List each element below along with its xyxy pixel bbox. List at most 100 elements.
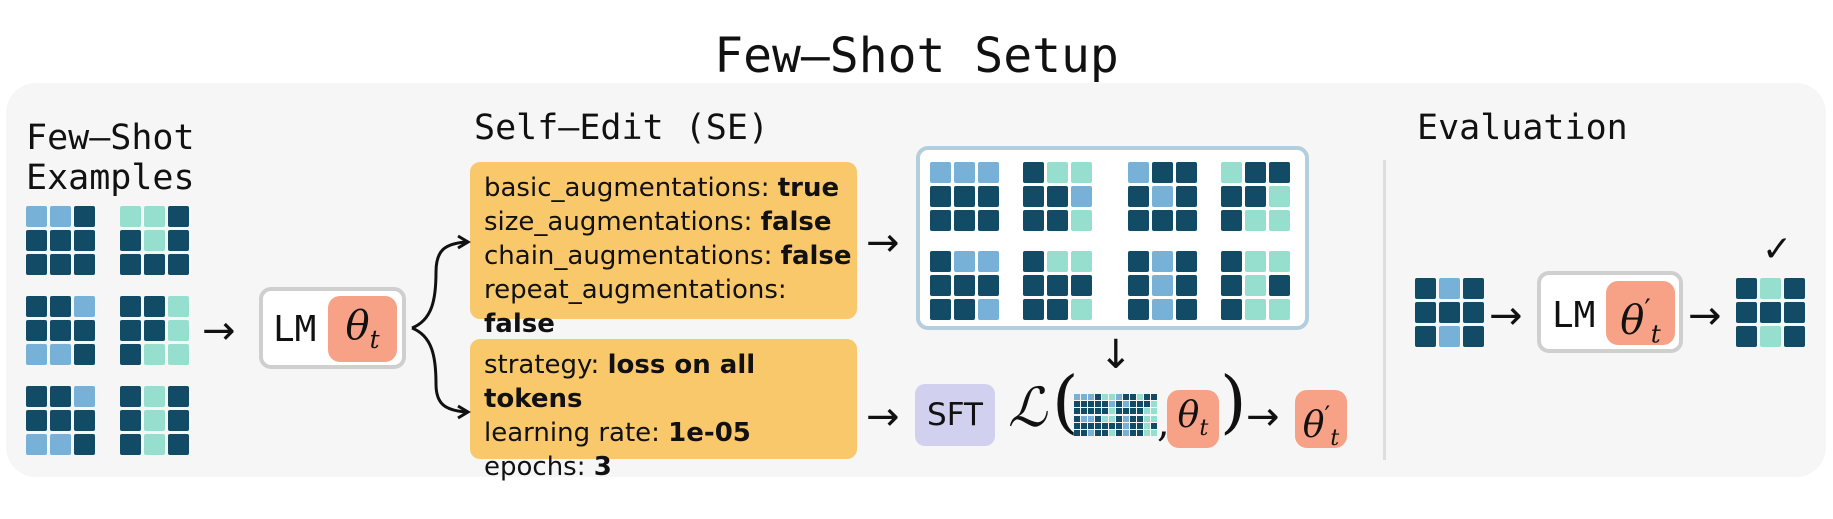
- packed-cell: [1095, 430, 1101, 436]
- packed-cell: [1116, 416, 1122, 422]
- grid-cell: [1152, 162, 1173, 183]
- grid-cell: [168, 344, 189, 365]
- augmented-grid: [1128, 251, 1197, 320]
- packed-cell: [1088, 408, 1094, 414]
- grid-cell: [26, 254, 47, 275]
- grid-cell: [50, 296, 71, 317]
- train-line-1: strategy: loss on all tokens: [484, 348, 857, 416]
- grid-cell: [120, 206, 141, 227]
- grid-cell: [74, 434, 95, 455]
- grid-cell: [74, 410, 95, 431]
- grid-cell: [1071, 210, 1092, 231]
- packed-cell: [1137, 394, 1143, 400]
- packed-cell: [1137, 416, 1143, 422]
- check-icon: ✓: [1762, 229, 1793, 270]
- grid-cell: [1439, 278, 1460, 299]
- grid-cell: [1439, 302, 1460, 323]
- packed-cell: [1144, 423, 1150, 429]
- grid-cell: [1071, 162, 1092, 183]
- theta-symbol: θ: [345, 303, 370, 349]
- arrow-lm-to-eval-output: →: [1688, 293, 1722, 339]
- training-config-box: strategy: loss on all tokens learning ra…: [470, 339, 857, 482]
- grid-cell: [50, 206, 71, 227]
- grid-cell: [1071, 186, 1092, 207]
- packed-cell: [1081, 408, 1087, 414]
- grid-cell: [26, 206, 47, 227]
- aug-line-4: repeat_augmentations: false: [484, 273, 857, 341]
- grid-cell: [1439, 326, 1460, 347]
- grid-cell: [1463, 302, 1484, 323]
- grid-cell: [1221, 299, 1242, 320]
- grid-cell: [144, 206, 165, 227]
- grid-cell: [168, 410, 189, 431]
- grid-cell: [1784, 278, 1805, 299]
- packed-cell: [1130, 401, 1136, 407]
- grid-cell: [1245, 299, 1266, 320]
- grid-cell: [978, 210, 999, 231]
- grid-cell: [1784, 302, 1805, 323]
- grid-cell: [26, 320, 47, 341]
- aug-key: size_augmentations:: [484, 207, 753, 237]
- grid-cell: [120, 410, 141, 431]
- grid-cell: [1245, 186, 1266, 207]
- grid-cell: [120, 254, 141, 275]
- grid-cell: [1221, 162, 1242, 183]
- theta-symbol: θ: [1177, 395, 1200, 436]
- grid-cell: [120, 296, 141, 317]
- grid-cell: [26, 230, 47, 251]
- brace-connector-lower: [411, 326, 466, 414]
- grid-cell: [120, 434, 141, 455]
- arrow-train-to-sft: →: [866, 394, 900, 440]
- train-line-2: learning rate: 1e-05: [484, 416, 857, 450]
- grid-cell: [74, 230, 95, 251]
- grid-cell: [1245, 275, 1266, 296]
- aug-value: false: [760, 207, 832, 237]
- grid-cell: [1023, 210, 1044, 231]
- arrow-examples-to-lm: →: [202, 308, 236, 354]
- grid-cell: [978, 251, 999, 272]
- packed-cell: [1144, 408, 1150, 414]
- packed-cell: [1088, 423, 1094, 429]
- grid-cell: [1176, 210, 1197, 231]
- grid-cell: [120, 230, 141, 251]
- packed-cell: [1102, 430, 1108, 436]
- packed-cell: [1074, 401, 1080, 407]
- packed-cell: [1088, 416, 1094, 422]
- packed-cell: [1109, 401, 1115, 407]
- packed-cell: [1137, 423, 1143, 429]
- loss-close-paren: ): [1220, 363, 1247, 442]
- grid-cell: [120, 344, 141, 365]
- grid-cell: [1023, 275, 1044, 296]
- grid-cell: [1047, 275, 1068, 296]
- eval-input-grid: [1415, 278, 1484, 347]
- grid-cell: [50, 320, 71, 341]
- grid-cell: [978, 275, 999, 296]
- packed-cell: [1074, 430, 1080, 436]
- grid-cell: [1071, 299, 1092, 320]
- grid-cell: [1415, 302, 1436, 323]
- grid-cell: [144, 344, 165, 365]
- packed-cell: [1088, 401, 1094, 407]
- train-value: 1e-05: [668, 418, 751, 448]
- packed-cell: [1130, 394, 1136, 400]
- grid-cell: [978, 186, 999, 207]
- example-grid: [26, 386, 95, 455]
- grid-cell: [26, 434, 47, 455]
- packed-cell: [1074, 408, 1080, 414]
- packed-cell: [1081, 430, 1087, 436]
- grid-cell: [50, 434, 71, 455]
- packed-cell: [1151, 401, 1157, 407]
- lm-label: LM: [273, 309, 317, 350]
- augmented-grid: [930, 251, 999, 320]
- grid-cell: [1784, 326, 1805, 347]
- packed-cell: [1116, 423, 1122, 429]
- grid-cell: [144, 254, 165, 275]
- theta-symbol: θ: [1302, 405, 1325, 446]
- packed-cell: [1109, 408, 1115, 414]
- grid-cell: [1269, 275, 1290, 296]
- theta-subscript: t: [369, 325, 380, 354]
- grid-cell: [1023, 251, 1044, 272]
- grid-cell: [144, 386, 165, 407]
- grid-cell: [74, 320, 95, 341]
- grid-cell: [120, 386, 141, 407]
